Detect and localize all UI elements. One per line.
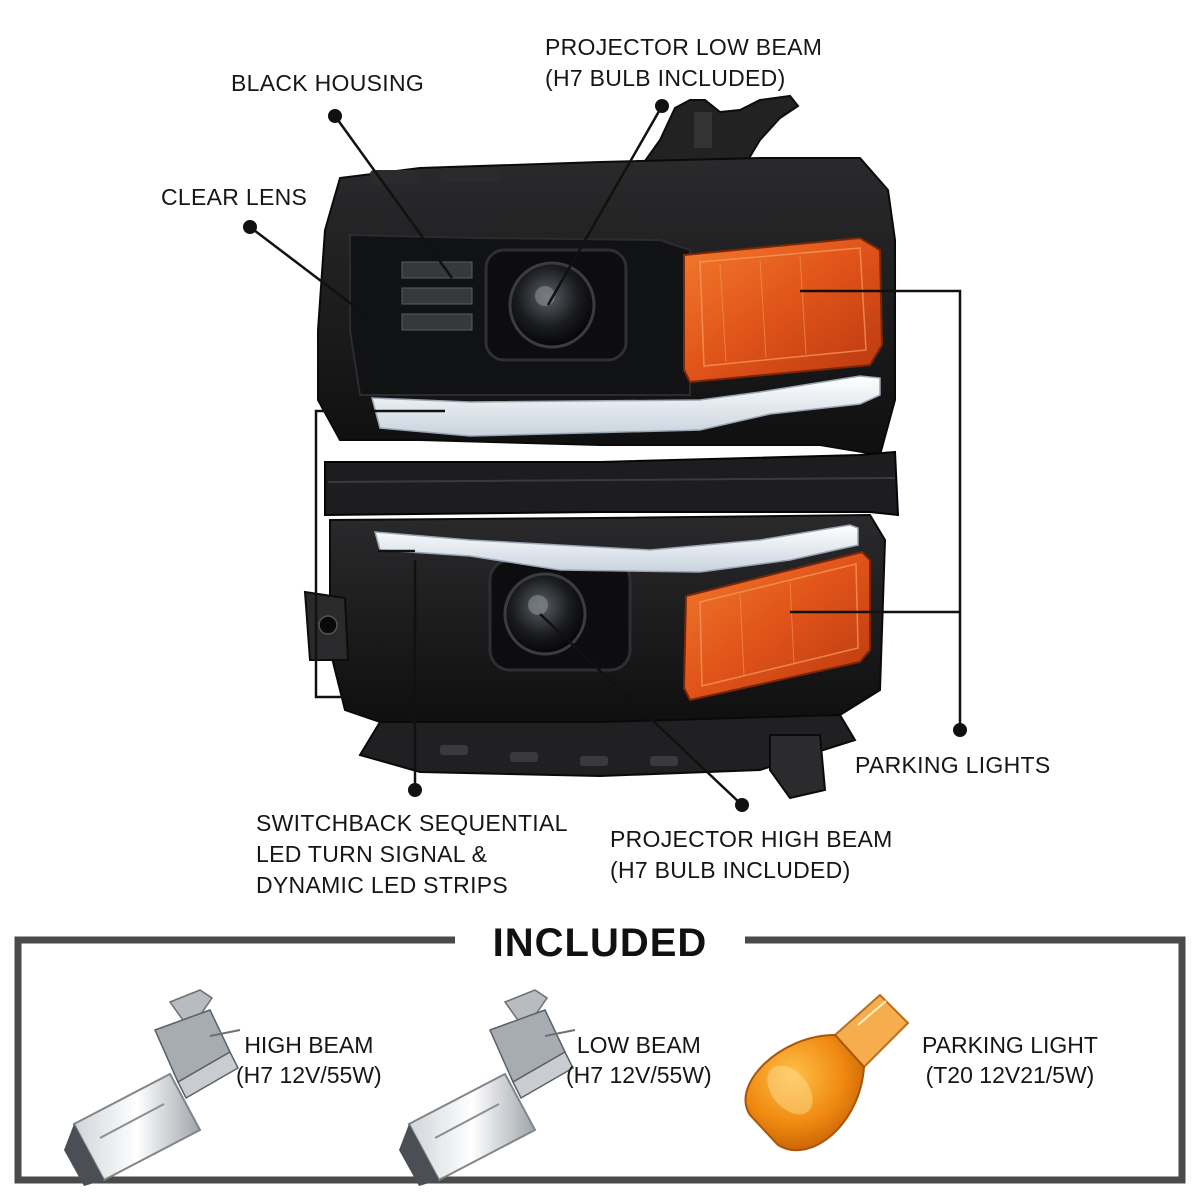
lower-amber-lens <box>682 550 871 702</box>
callout-dot-black-housing <box>328 109 342 123</box>
included-item-spec: (H7 12V/55W) <box>566 1062 712 1088</box>
leader-parking-lights-bracket <box>800 289 962 730</box>
included-item-name: HIGH BEAM <box>244 1032 374 1058</box>
callout-dot-clear-lens <box>243 220 257 234</box>
label-clear-lens: CLEAR LENS <box>161 184 308 210</box>
label-black-housing: BLACK HOUSING <box>231 70 425 96</box>
callout-dot-parking-lights <box>953 723 967 737</box>
callout-dot-projector-high-beam <box>735 798 749 812</box>
label-projector-low-beam-line2: (H7 BULB INCLUDED) <box>545 65 786 91</box>
included-item-name: PARKING LIGHT <box>922 1032 1098 1058</box>
leader-switchback-bracket <box>314 409 445 699</box>
label-projector-low-beam-line1: PROJECTOR LOW BEAM <box>545 34 823 60</box>
leader-projector-low-beam <box>546 105 664 306</box>
included-box <box>14 936 1186 1184</box>
leader-projector-high-beam <box>539 613 743 806</box>
label-projector-low-beam: PROJECTOR LOW BEAM (H7 BULB INCLUDED) <box>545 32 822 94</box>
upper-led-strip <box>371 375 881 437</box>
h7-bulb-icon <box>399 989 576 1186</box>
label-projector-high-beam-line1: PROJECTOR HIGH BEAM <box>610 826 893 852</box>
h7-bulb-icon <box>64 989 241 1186</box>
leader-black-housing <box>333 115 454 279</box>
callout-dot-projector-low-beam <box>655 99 669 113</box>
t20-amber-bulb-icon <box>744 993 910 1152</box>
label-switchback: SWITCHBACK SEQUENTIAL LED TURN SIGNAL & … <box>256 808 568 901</box>
label-projector-high-beam: PROJECTOR HIGH BEAM (H7 BULB INCLUDED) <box>610 824 893 886</box>
included-item-low-beam: LOW BEAM (H7 12V/55W) <box>566 1030 712 1090</box>
included-item-spec: (T20 12V21/5W) <box>925 1062 1095 1088</box>
middle-divider-band <box>324 450 900 517</box>
upper-housing <box>317 157 896 457</box>
lower-led-strip <box>373 524 859 573</box>
included-item-parking-light: PARKING LIGHT (T20 12V21/5W) <box>922 1030 1098 1090</box>
included-title: INCLUDED <box>460 918 740 968</box>
upper-amber-lens <box>683 236 884 384</box>
included-item-high-beam: HIGH BEAM (H7 12V/55W) <box>236 1030 382 1090</box>
callout-dot-switchback <box>408 783 422 797</box>
label-switchback-line1: SWITCHBACK SEQUENTIAL <box>256 810 568 836</box>
label-switchback-line3: DYNAMIC LED STRIPS <box>256 872 509 898</box>
included-item-name: LOW BEAM <box>576 1032 701 1058</box>
label-parking-lights: PARKING LIGHTS <box>855 752 1051 778</box>
included-item-spec: (H7 12V/55W) <box>236 1062 382 1088</box>
leader-clear-lens <box>249 226 376 323</box>
label-switchback-line2: LED TURN SIGNAL & <box>256 841 488 867</box>
top-mount-bracket <box>638 94 800 170</box>
label-projector-high-beam-line2: (H7 BULB INCLUDED) <box>610 857 851 883</box>
